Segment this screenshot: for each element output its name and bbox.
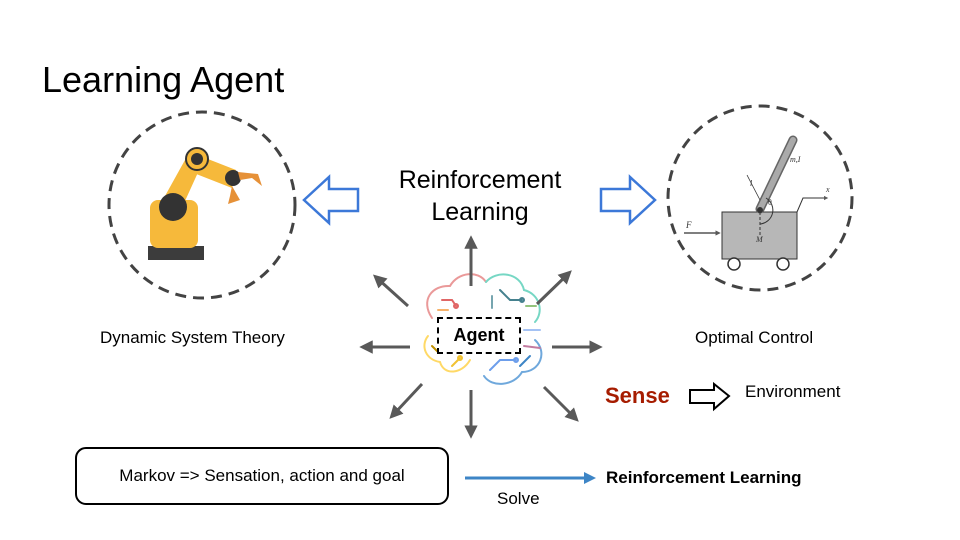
environment-label: Environment [745,382,841,401]
dynamic-system-theory-caption: Dynamic System Theory [100,328,285,347]
cartpole-length-label: l [750,179,753,188]
reinforcement-learning-result: Reinforcement Learning [606,468,802,487]
reinforcement-learning-heading: Reinforcement Learning [398,166,562,226]
cartpole-axis-label: x [825,185,830,194]
cartpole-angle-label: θ [768,198,772,207]
arrow-down-left-icon [389,382,424,419]
cartpole-force-label: F [685,220,692,230]
spoke-arrows [359,235,603,439]
solve-label: Solve [497,489,540,508]
sense-arrow-icon [689,381,731,412]
cartpole-pole-label: m,I [790,155,801,164]
markov-box: Markov => Sensation, action and goal [75,447,449,505]
brain-circuit-icon [423,273,543,385]
cartpole-mass-label: M [755,235,764,244]
slide-title: Learning Agent [42,59,285,100]
right-outline-arrow-icon [599,174,657,226]
arrow-down-right-icon [542,385,579,422]
cartpole-icon [684,135,829,271]
markov-text: Markov => Sensation, action and goal [119,466,405,485]
optimal-control-caption: Optimal Control [695,328,814,347]
cartpole-panel [666,104,854,292]
left-outline-arrow-icon [302,174,360,226]
robot-arm-icon [148,147,262,260]
agent-label: Agent [453,325,505,345]
agent-box: Agent [437,317,521,354]
sense-label: Sense [605,383,670,408]
arrow-up-left-icon [372,274,410,308]
robot-arm-panel [107,110,297,300]
arrow-up-right-icon [535,270,572,306]
